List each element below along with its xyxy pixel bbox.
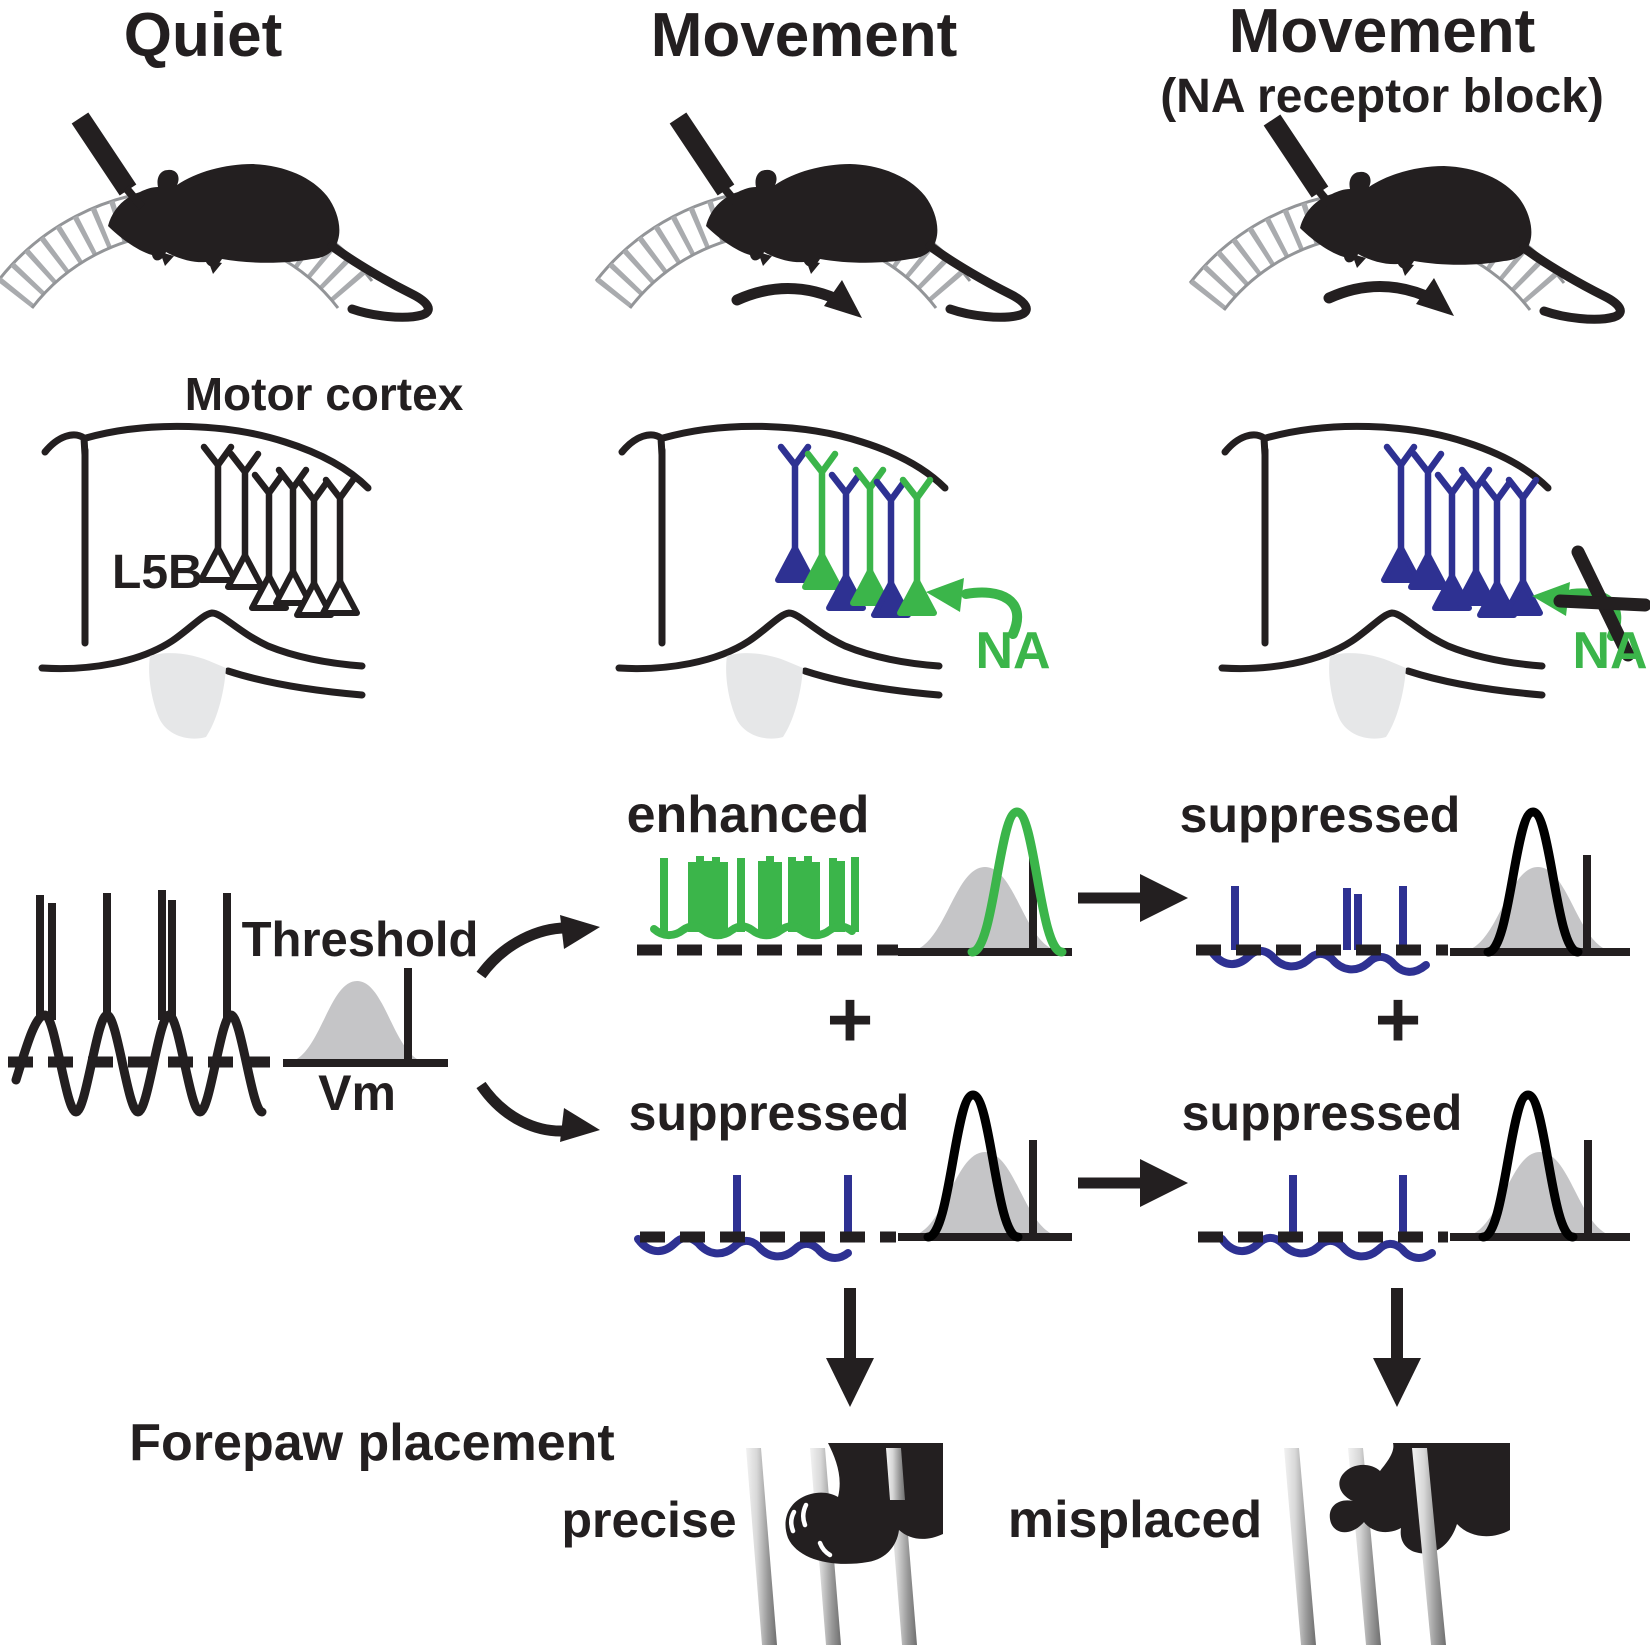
suppressed-distribution <box>1450 1090 1630 1242</box>
forepaw-placement-label: Forepaw placement <box>129 1414 614 1472</box>
suppressed-distribution <box>898 1090 1072 1242</box>
suppressed-spike-train <box>634 1175 852 1262</box>
threshold-label: Threshold <box>242 913 479 967</box>
wheel-rotation-arrow-center <box>737 280 862 318</box>
suppressed-panel-mid-center: suppressed <box>629 1085 1072 1262</box>
suppressed-label: suppressed <box>1182 1085 1463 1141</box>
motor-cortex-movement-block: NA <box>1222 426 1650 738</box>
enhanced-spike-train <box>650 856 859 940</box>
suppressed-label: suppressed <box>629 1085 910 1141</box>
enhanced-label: enhanced <box>627 786 870 844</box>
vm-label: Vm <box>318 1065 396 1121</box>
na-arrow-center <box>926 578 1023 639</box>
suppressed-spike-train <box>1218 1175 1436 1262</box>
wheel-rotation-arrow-right <box>1329 278 1454 316</box>
enhanced-panel: enhanced <box>627 786 1072 957</box>
column-headers: Quiet Movement Movement (NA receptor blo… <box>124 0 1604 123</box>
motor-cortex-movement: NA <box>619 426 1051 738</box>
branch-arrow-up <box>476 915 600 979</box>
motor-cortex-quiet: L5B <box>42 426 368 738</box>
threshold-distribution-quiet: Threshold Vm <box>242 913 479 1121</box>
plus-sign-center: + <box>827 975 874 1064</box>
na-label-right: NA <box>1572 622 1647 680</box>
outcome-arrow-center <box>826 1288 874 1407</box>
pyramidal-neuron-open <box>201 447 235 580</box>
vm-trace-quiet <box>8 890 270 1117</box>
precise-label: precise <box>561 1492 736 1548</box>
branch-arrow-down <box>476 1081 600 1142</box>
col2-title: Movement <box>651 1 958 70</box>
paw-gripping-rung <box>785 1443 943 1564</box>
claw-marks <box>789 1502 833 1558</box>
misplaced-paw-graphic <box>1284 1443 1510 1645</box>
motor-cortex-label: Motor cortex <box>185 368 464 420</box>
precise-paw-graphic <box>746 1443 943 1645</box>
col1-title: Quiet <box>124 1 282 70</box>
pyramidal-neuron-blue <box>1384 447 1418 580</box>
transition-arrow-bottom <box>1078 1159 1188 1207</box>
suppressed-panel-mid-right: suppressed <box>1182 1085 1630 1262</box>
pyramidal-neuron-blue <box>1506 480 1540 613</box>
misplaced-label: misplaced <box>1008 1491 1262 1549</box>
suppressed-distribution <box>1450 807 1630 957</box>
suppressed-panel-top-right: suppressed <box>1180 787 1630 976</box>
col3-title: Movement <box>1229 0 1536 66</box>
outcome-arrow-right <box>1373 1288 1421 1407</box>
block-x-icon <box>1553 545 1650 662</box>
na-label-center: NA <box>975 622 1050 680</box>
suppressed-label: suppressed <box>1180 787 1461 843</box>
l5b-label: L5B <box>112 546 203 599</box>
plus-sign-right: + <box>1375 975 1422 1064</box>
col3-subtitle: (NA receptor block) <box>1160 70 1604 123</box>
pyramidal-neuron-open <box>323 480 357 613</box>
enhanced-distribution <box>898 807 1072 957</box>
suppressed-spike-train <box>1208 886 1430 976</box>
pyramidal-neuron-blue <box>778 447 812 580</box>
transition-arrow-top <box>1078 874 1188 922</box>
mouse-on-wheel-quiet <box>0 118 428 317</box>
